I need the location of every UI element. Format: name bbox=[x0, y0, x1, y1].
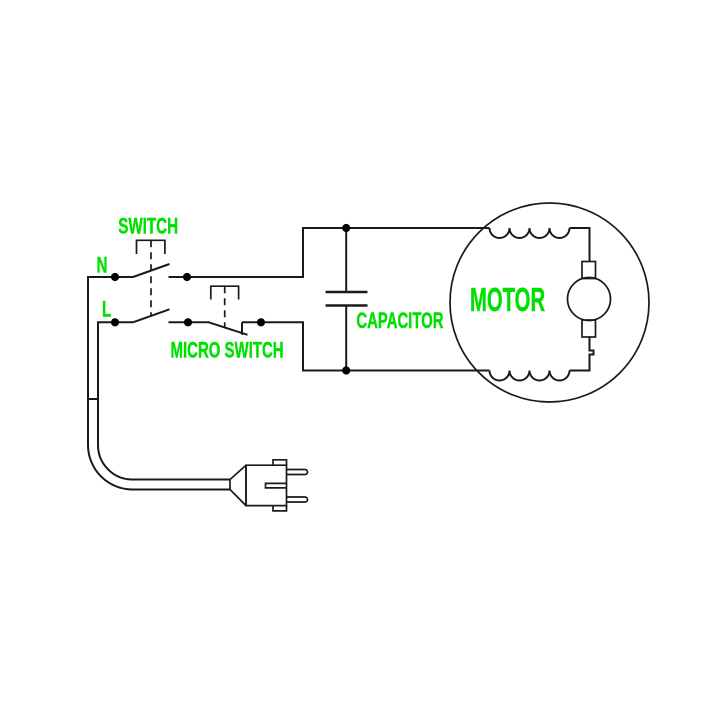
plug-slot bbox=[264, 482, 287, 489]
motor-body-circle bbox=[449, 202, 650, 403]
plug-top-tab bbox=[272, 458, 288, 466]
label-switch: SWITCH bbox=[118, 215, 178, 240]
motor-brush-bottom bbox=[581, 319, 597, 338]
cable-outer-line bbox=[87, 444, 230, 491]
node-capacitor-bottom bbox=[342, 366, 351, 375]
label-terminal-l: L bbox=[102, 298, 112, 323]
label-capacitor: CAPACITOR bbox=[356, 309, 443, 334]
plug-pin-top bbox=[286, 468, 309, 476]
wire-brush-to-bottom-winding bbox=[569, 337, 595, 372]
label-micro-switch: MICRO SWITCH bbox=[171, 339, 284, 364]
cable-inner-line bbox=[97, 444, 230, 481]
node-capacitor-top bbox=[342, 223, 351, 233]
motor-brush-top bbox=[581, 260, 597, 280]
motor-rotor-circle bbox=[566, 276, 612, 322]
label-motor: MOTOR bbox=[470, 281, 545, 319]
wire-l-terminal bbox=[97, 321, 133, 445]
node-n-output bbox=[182, 272, 192, 282]
node-n-input bbox=[110, 272, 120, 282]
wire-micro-output-bottom-rail bbox=[242, 321, 490, 372]
node-micro-output bbox=[256, 318, 266, 327]
motor-bottom-winding bbox=[488, 370, 571, 382]
motor-top-winding bbox=[488, 227, 571, 239]
label-terminal-n: N bbox=[97, 254, 108, 279]
plug-bottom-tab bbox=[272, 505, 288, 512]
node-l-input bbox=[110, 318, 120, 327]
node-l-output bbox=[183, 318, 193, 327]
wire-top-winding-to-brush bbox=[569, 227, 591, 262]
micro-switch-arm bbox=[207, 320, 248, 336]
plug-pin-bottom bbox=[286, 496, 309, 503]
plug-neck bbox=[229, 464, 247, 507]
wire-n-output-top-rail bbox=[168, 227, 490, 278]
